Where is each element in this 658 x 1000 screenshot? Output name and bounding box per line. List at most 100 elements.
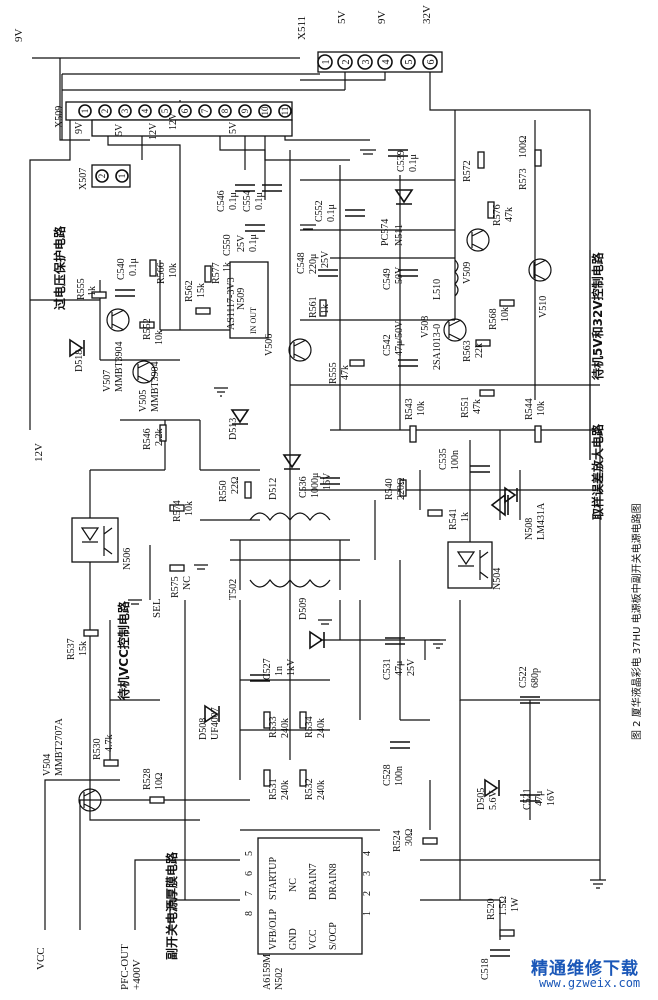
c554-val: 0.1μ (254, 192, 265, 210)
x509-pin-2: 2 (100, 109, 110, 114)
c528-val: 100n (394, 766, 405, 786)
v508-ref: V508 (420, 316, 431, 338)
x509-5v-label: 5V (114, 123, 125, 136)
pin-startup: STARTUP (268, 857, 279, 900)
r574-val: 10k (184, 501, 195, 516)
c521-volt: 16V (546, 788, 557, 806)
pin-drain8: DRAIN8 (328, 863, 339, 900)
r555b-val: 47k (340, 365, 351, 380)
r537-ref: R537 (66, 638, 77, 660)
x507-pin-1: 1 (117, 174, 127, 179)
rail-pfc-out: PFC-OUT (119, 944, 131, 990)
c535-ref: C535 (438, 448, 449, 470)
d508-ref: D508 (198, 718, 209, 740)
pin-num-4: 4 (362, 851, 373, 856)
r541-ref: R541 (448, 508, 459, 530)
x507-pin-2: 2 (97, 174, 107, 179)
x511-32v-label: 32V (421, 5, 433, 24)
n511-ref: N511 (394, 224, 405, 246)
r550-ref: R550 (218, 480, 229, 502)
r551-ref: R551 (460, 396, 471, 418)
r520-watt: 1W (510, 897, 521, 912)
r530-ref: R530 (92, 738, 103, 760)
r546-val: 2.2k (154, 429, 165, 447)
r577-ref: R577 (211, 262, 222, 284)
rail-vcc: VCC (35, 947, 47, 970)
r566-ref: R566 (156, 262, 167, 284)
r576-val: 47k (504, 207, 515, 222)
v506-ref: V506 (264, 334, 275, 356)
x509-pin-8: 8 (220, 108, 230, 113)
r530-val: 4.7k (104, 735, 115, 753)
pin-num-5: 5 (244, 851, 255, 856)
x509-5v-label-b: 5V (228, 121, 239, 134)
pin-fb: VFB/OLP (268, 908, 279, 950)
c536-volt: 16V (322, 472, 333, 490)
x509-12v-label-a: 12V (148, 122, 159, 140)
label-thick-film: 副开关电源厚膜电路 (164, 851, 179, 960)
r574-ref: R574 (172, 500, 183, 522)
transformer-t502 (230, 512, 350, 640)
x509-pin-3: 3 (120, 108, 130, 113)
c527-val: 1n (274, 666, 285, 676)
r532-val: 240k (316, 780, 327, 800)
c546-ref: C546 (216, 190, 227, 212)
r540-ref: R540 (384, 478, 395, 500)
label-standby-5v32v: 待机5V和32V控制电路 (590, 251, 605, 380)
x511-label: X511 (296, 16, 308, 40)
pin-vcc: VCC (308, 929, 319, 950)
r575-val: NC (182, 576, 193, 590)
v510-ref: V510 (538, 296, 549, 318)
c536-ref: C536 (298, 476, 309, 498)
figure-caption: 图 2 厦华液晶彩电 37HU 电源板中副开关电源电路图 (630, 503, 643, 740)
r555b-ref: R555 (328, 362, 339, 384)
x509-pin-4: 4 (140, 108, 150, 113)
watermark-url: www.gzweix.com (539, 976, 641, 990)
c531-val: 47μ (394, 661, 405, 676)
t502-ref: T502 (228, 579, 239, 600)
c527-ref: C527 (262, 658, 273, 680)
pin-gnd: GND (288, 928, 299, 950)
r520-val: 1.5Ω (498, 896, 509, 916)
c548-ref: C548 (296, 252, 307, 274)
v508-val: 2SA1013-0 (432, 324, 443, 370)
inductor-l510 (454, 259, 459, 297)
r550-val: 22Ω (230, 477, 241, 494)
x509-pin-5: 5 (160, 108, 170, 113)
c550-volt: 0.1μ (248, 234, 259, 252)
c522-val: 680p (530, 668, 541, 688)
r534-val: 240k (316, 718, 327, 738)
r532-ref: R532 (304, 778, 315, 800)
section-labels: 过电压保护电路 待机VCC控制电路 待机5V和32V控制电路 取样误差放大电路 … (52, 225, 605, 960)
d508-val: UF4007 (210, 707, 221, 740)
x511-pin-5: 5 (404, 60, 415, 65)
wiring (29, 57, 601, 940)
r543-val: 10k (416, 401, 427, 416)
watermark-logo: 精通维修下载 www.gzweix.com (525, 948, 655, 996)
r561-ref: R561 (308, 296, 319, 318)
x511-pin-2: 2 (341, 60, 352, 65)
rail-9v-top: 9V (13, 29, 25, 43)
d505-val: 5.6V (488, 790, 499, 811)
c552-ref: C552 (314, 200, 325, 222)
r577-val: 1k (222, 262, 233, 272)
r573-val: 100Ω (518, 136, 529, 158)
v507-ref: V507 (102, 370, 113, 392)
v507-val: MMBT3904 (114, 341, 125, 392)
net-sel: SEL (151, 598, 163, 618)
ground-symbols (128, 149, 606, 889)
label-ovp: 过电压保护电路 (52, 225, 67, 310)
c539-ref: C539 (396, 150, 407, 172)
pin-num-7: 7 (244, 891, 255, 896)
d518-ref: D518 (74, 350, 85, 372)
n508-shunt-regulator (490, 493, 509, 517)
rail-12v: 12V (33, 443, 45, 462)
n508-val: LM431A (536, 502, 547, 540)
x511-pin-4: 4 (381, 60, 392, 65)
c540-ref: C540 (116, 258, 127, 280)
r551-val: 47k (472, 399, 483, 414)
c552-val: 0.1μ (326, 204, 337, 222)
c518-ref: C518 (480, 958, 491, 980)
capacitor-plates (115, 149, 540, 957)
v505-ref: V505 (138, 390, 149, 412)
